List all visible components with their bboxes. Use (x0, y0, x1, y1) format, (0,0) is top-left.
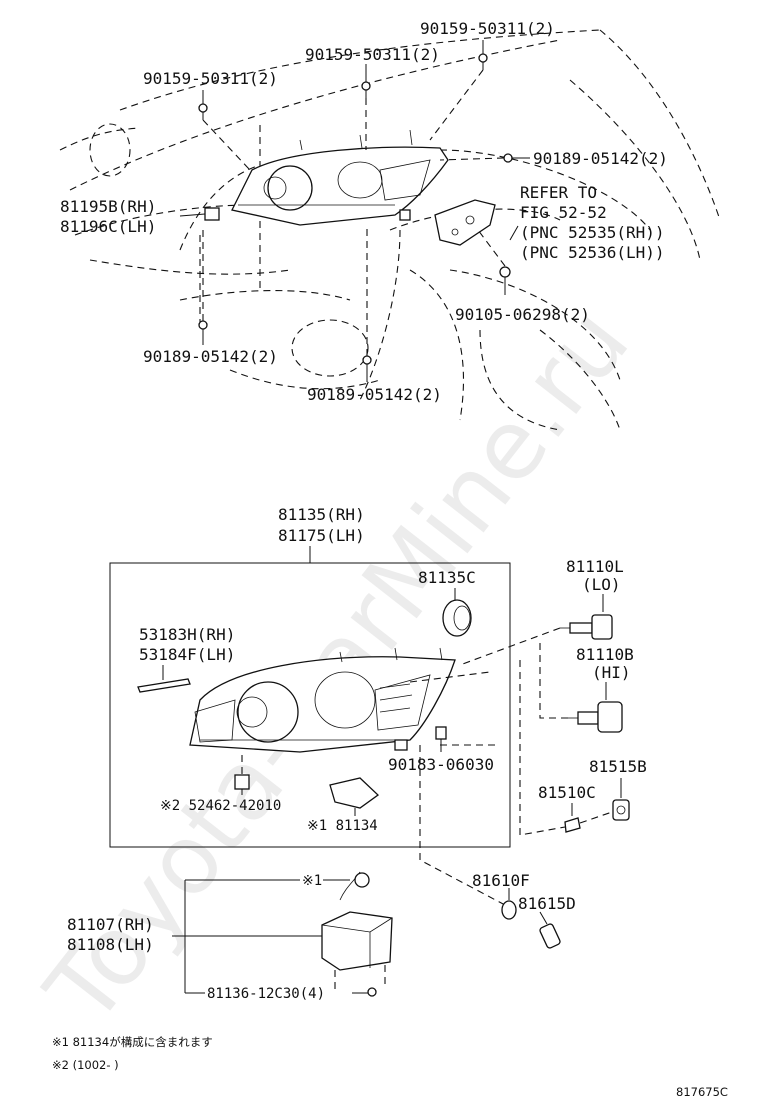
bolt-icon (478, 53, 488, 70)
callout-bulb-lo-sub: (LO) (582, 575, 621, 594)
upper-leaders (179, 40, 530, 382)
vehicle-front-outline (59, 29, 721, 431)
socket-part (612, 799, 630, 821)
screw-icon (362, 355, 372, 365)
small-bulb-part (539, 923, 561, 949)
callout-ballast-screw: 81136-12C30(4) (207, 986, 325, 1002)
screw-icon (503, 153, 513, 163)
bolt-icon (361, 81, 371, 98)
screw-icon (367, 987, 377, 997)
lower-headlamp (189, 647, 456, 753)
side-lens-part (564, 817, 581, 833)
callout-bolt-top-mid: 90159-50311(2) (305, 45, 440, 64)
callout-socket: 81515B (589, 757, 647, 776)
nut-icon (499, 266, 511, 278)
refer-line-4: (PNC 52536(LH)) (520, 243, 665, 262)
upper-fasteners (198, 53, 513, 365)
callout-marker-lh: 81196C(LH) (60, 217, 156, 236)
callout-ballast-rh: 81107(RH) (67, 915, 154, 934)
cushion-part (234, 774, 250, 790)
refer-line-3: (PNC 52535(RH)) (520, 223, 665, 242)
callout-small-bulb: 81615D (518, 894, 576, 913)
upper-headlamp (204, 129, 449, 226)
cap-part (442, 599, 472, 637)
callout-cover: ※1 81134 (307, 818, 378, 834)
assembly-lh-label: 81175(LH) (278, 526, 365, 545)
refer-line-1: REFER TO (520, 183, 597, 202)
lower-leaders (409, 627, 613, 906)
callout-lens: 81610F (472, 871, 530, 890)
callout-screw-right: 90189-05142(2) (533, 149, 668, 168)
callout-clip: 90183-06030 (388, 755, 494, 774)
callout-gasket-lh: 53184F(LH) (139, 645, 235, 664)
upper-callouts: 90159-50311(2) 90159-50311(2) 90159-5031… (60, 19, 668, 404)
assembly-rh-label: 81135(RH) (278, 505, 365, 524)
bulb-hi (568, 701, 623, 733)
lens-part (501, 900, 517, 920)
screw-icon (198, 320, 208, 330)
callout-bolt-top-right: 90159-50311(2) (420, 19, 555, 38)
figure-id: 817675C (676, 1085, 728, 1099)
callout-screw-bottom-mid: 90189-05142(2) (307, 385, 442, 404)
bumper-retainer (434, 199, 496, 246)
cover-part (329, 777, 380, 809)
bulb-lo (560, 614, 613, 640)
callout-ballast-ref: ※1 (302, 873, 322, 889)
clip-part (435, 726, 447, 740)
ballast-part (321, 871, 393, 990)
footnote-2: ※2 (1002- ) (52, 1058, 119, 1072)
lower-callouts: 81135C 53183H(RH) 53184F(LH) 81110L (LO)… (67, 557, 647, 1002)
callout-gasket-rh: 53183H(RH) (139, 625, 235, 644)
callout-ballast-lh: 81108(LH) (67, 935, 154, 954)
refer-line-2: FIG 52-52 (520, 203, 607, 222)
callout-bulb-hi: 81110B (576, 645, 634, 664)
footnote-1: ※1 81134が構成に含まれます (52, 1035, 213, 1049)
assembly-frame (109, 562, 511, 848)
callout-marker-rh: 81195B(RH) (60, 197, 156, 216)
callout-cushion: ※2 52462-42010 (160, 798, 281, 814)
callout-bulb-hi-sub: (HI) (592, 663, 631, 682)
callout-screw-bottom-left: 90189-05142(2) (143, 347, 278, 366)
bolt-icon (198, 103, 208, 120)
callout-side-lens: 81510C (538, 783, 596, 802)
callout-bolt-top-left: 90159-50311(2) (143, 69, 278, 88)
callout-cap: 81135C (418, 568, 476, 587)
callout-bulb-lo: 81110L (566, 557, 624, 576)
gasket-part (137, 678, 191, 693)
callout-nut-right: 90105-06298(2) (455, 305, 590, 324)
